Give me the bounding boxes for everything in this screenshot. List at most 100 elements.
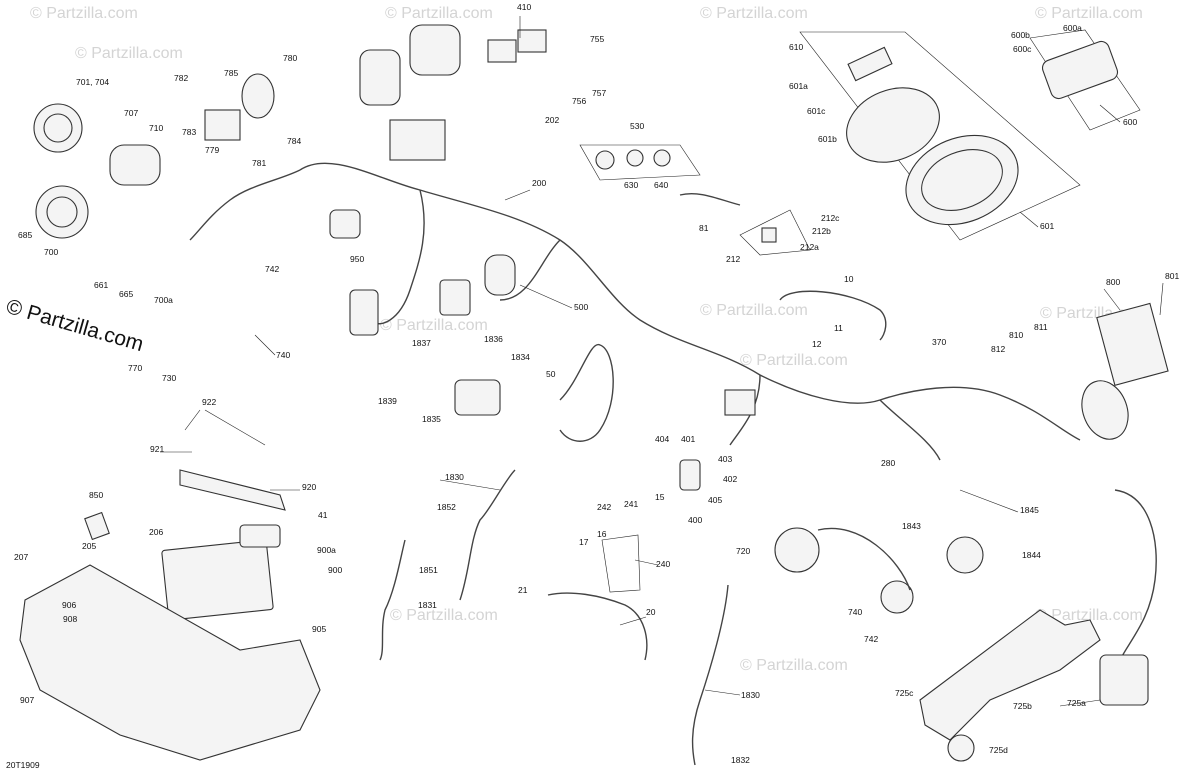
part-label-770: 770	[128, 363, 142, 373]
part-label-811: 811	[1034, 322, 1048, 332]
svg-text:© Partzilla.com: © Partzilla.com	[700, 5, 808, 22]
svg-text:© Partzilla.com: © Partzilla.com	[740, 657, 848, 674]
part-label-661: 661	[94, 280, 108, 290]
svg-text:© Partzilla.com: © Partzilla.com	[385, 5, 493, 22]
part-label-725b: 725b	[1013, 701, 1032, 711]
connector-group	[579, 144, 811, 256]
part-label-812: 812	[991, 344, 1005, 354]
part-number-labels: 410755202756757610601a601c601b601600b600…	[14, 2, 1179, 765]
leader-lines	[160, 16, 1164, 707]
part-label-908: 908	[63, 614, 77, 624]
part-label-212b: 212b	[812, 226, 831, 236]
part-label-1844: 1844	[1022, 550, 1041, 560]
part-label-707: 707	[124, 108, 138, 118]
part-label-81: 81	[699, 223, 709, 233]
part-label-1837: 1837	[412, 338, 431, 348]
part-label-212a: 212a	[800, 242, 819, 252]
part-label-685: 685	[18, 230, 32, 240]
part-label-240: 240	[656, 559, 670, 569]
part-label-207: 207	[14, 552, 28, 562]
part-label-757: 757	[592, 88, 606, 98]
part-label-202: 202	[545, 115, 559, 125]
part-label-740: 740	[848, 607, 862, 617]
part-label-921: 921	[150, 444, 164, 454]
part-label-600a: 600a	[1063, 23, 1082, 33]
part-label-500: 500	[574, 302, 588, 312]
part-label-742: 742	[864, 634, 878, 644]
part-label-370: 370	[932, 337, 946, 347]
drawing-code: 20T1909	[6, 760, 40, 770]
part-label-11: 11	[834, 323, 843, 333]
part-label-742: 742	[265, 264, 279, 274]
watermarks: © Partzilla.com © Partzilla.com © Partzi…	[30, 5, 1148, 674]
part-label-402: 402	[723, 474, 737, 484]
svg-text:© Partzilla.com: © Partzilla.com	[75, 45, 183, 62]
part-label-1836: 1836	[484, 334, 503, 344]
part-label-242: 242	[597, 502, 611, 512]
part-label-21: 21	[518, 585, 528, 595]
sensors-and-cables	[379, 469, 729, 766]
part-label-780: 780	[283, 53, 297, 63]
part-label-400: 400	[688, 515, 702, 525]
part-label-725d: 725d	[989, 745, 1008, 755]
part-label-17: 17	[579, 537, 589, 547]
part-label-700a: 700a	[154, 295, 173, 305]
part-label-755: 755	[590, 34, 604, 44]
part-label-403: 403	[718, 454, 732, 464]
svg-text:© Partzilla.com: © Partzilla.com	[1035, 5, 1143, 22]
svg-text:© Partzilla.com: © Partzilla.com	[740, 352, 848, 369]
part-label-700: 700	[44, 247, 58, 257]
part-label-404: 404	[655, 434, 669, 444]
part-label-212: 212	[726, 254, 740, 264]
gauge-cluster	[799, 29, 1141, 241]
part-label-280: 280	[881, 458, 895, 468]
part-label-205: 205	[82, 541, 96, 551]
part-label-710: 710	[149, 123, 163, 133]
svg-text:© Partzilla.com: © Partzilla.com	[30, 5, 138, 22]
part-label-907: 907	[20, 695, 34, 705]
part-label-600c: 600c	[1013, 44, 1032, 54]
part-label-212c: 212c	[821, 213, 840, 223]
part-label-200: 200	[532, 178, 546, 188]
headlight-assembly-left	[33, 73, 275, 239]
part-label-665: 665	[119, 289, 133, 299]
part-label-922: 922	[202, 397, 216, 407]
part-label-410: 410	[517, 2, 531, 12]
part-label-601c: 601c	[807, 106, 826, 116]
part-label-701-704: 701, 704	[76, 77, 109, 87]
part-label-1845: 1845	[1020, 505, 1039, 515]
part-label-50: 50	[546, 369, 556, 379]
svg-text:© Partzilla.com: © Partzilla.com	[380, 317, 488, 334]
part-label-15: 15	[655, 492, 665, 502]
part-label-740: 740	[276, 350, 290, 360]
part-label-610: 610	[789, 42, 803, 52]
part-label-1831: 1831	[418, 600, 437, 610]
part-label-725c: 725c	[895, 688, 914, 698]
part-label-784: 784	[287, 136, 301, 146]
part-label-1852: 1852	[437, 502, 456, 512]
part-label-720: 720	[736, 546, 750, 556]
svg-text:© Partzilla.com: © Partzilla.com	[1035, 607, 1143, 624]
part-label-20: 20	[646, 607, 656, 617]
part-label-1851: 1851	[419, 565, 438, 575]
part-label-782: 782	[174, 73, 188, 83]
svg-text:© Partzilla.com: © Partzilla.com	[390, 607, 498, 624]
part-label-850: 850	[89, 490, 103, 500]
part-label-800: 800	[1106, 277, 1120, 287]
part-label-601: 601	[1040, 221, 1054, 231]
part-label-401: 401	[681, 434, 695, 444]
part-label-600: 600	[1123, 117, 1137, 127]
part-label-600b: 600b	[1011, 30, 1030, 40]
part-label-785: 785	[224, 68, 238, 78]
rear-electrical-components	[454, 290, 1169, 491]
part-label-950: 950	[350, 254, 364, 264]
part-label-601b: 601b	[818, 134, 837, 144]
part-label-241: 241	[624, 499, 638, 509]
part-label-530: 530	[630, 121, 644, 131]
part-label-906: 906	[62, 600, 76, 610]
part-label-900a: 900a	[317, 545, 336, 555]
part-label-1830: 1830	[445, 472, 464, 482]
taillight-assembly	[774, 489, 1157, 762]
part-label-730: 730	[162, 373, 176, 383]
